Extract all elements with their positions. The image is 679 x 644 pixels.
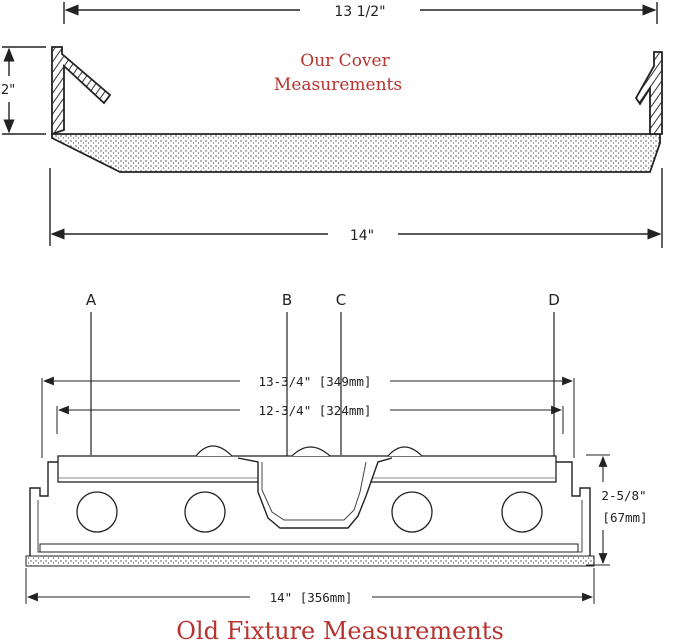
fixture-diagram: A B C D 13-3/4" [349mm] 12-3/4" [324mm]	[25, 291, 648, 644]
cover-title-line-2: Measurements	[274, 75, 402, 95]
fixture-knockout-3	[391, 491, 433, 533]
fixture-label-d: D	[548, 291, 560, 309]
cover-base	[51, 133, 661, 173]
fixture-knockout-4	[501, 491, 543, 533]
cover-right-wall	[634, 51, 663, 135]
fixture-width-label: 14" [356mm]	[270, 590, 353, 605]
fixture-bump-3	[387, 446, 423, 457]
cover-diagram: 13 1/2" 2" 14" Our Cover Measurements	[1, 2, 663, 248]
cover-title-line-1: Our Cover	[300, 51, 390, 71]
fixture-title: Old Fixture Measurements	[176, 617, 504, 644]
fixture-base	[25, 555, 595, 567]
fixture-inner-width-label: 12-3/4" [324mm]	[259, 403, 372, 418]
fixture-knockout-1	[76, 491, 118, 533]
fixture-center-channel-inner	[261, 461, 367, 521]
fixture-label-a: A	[86, 291, 97, 309]
fixture-knockout-2	[184, 491, 226, 533]
fixture-label-b: B	[282, 291, 292, 309]
cover-top-width-label: 13 1/2"	[334, 4, 385, 20]
fixture-height-label-line-1: 2-5/8"	[601, 488, 646, 503]
cover-left-wall	[51, 46, 112, 136]
fixture-bottom-tray	[39, 543, 579, 553]
fixture-height-label-line-2: [67mm]	[602, 510, 647, 525]
fixture-label-c: C	[336, 291, 346, 309]
cover-bottom-width-label: 14"	[350, 228, 374, 244]
fixture-bump-2	[291, 446, 331, 457]
fixture-bump-1	[195, 445, 233, 457]
cover-height-label: 2"	[1, 83, 15, 98]
fixture-outer-width-label: 13-3/4" [349mm]	[259, 374, 372, 389]
